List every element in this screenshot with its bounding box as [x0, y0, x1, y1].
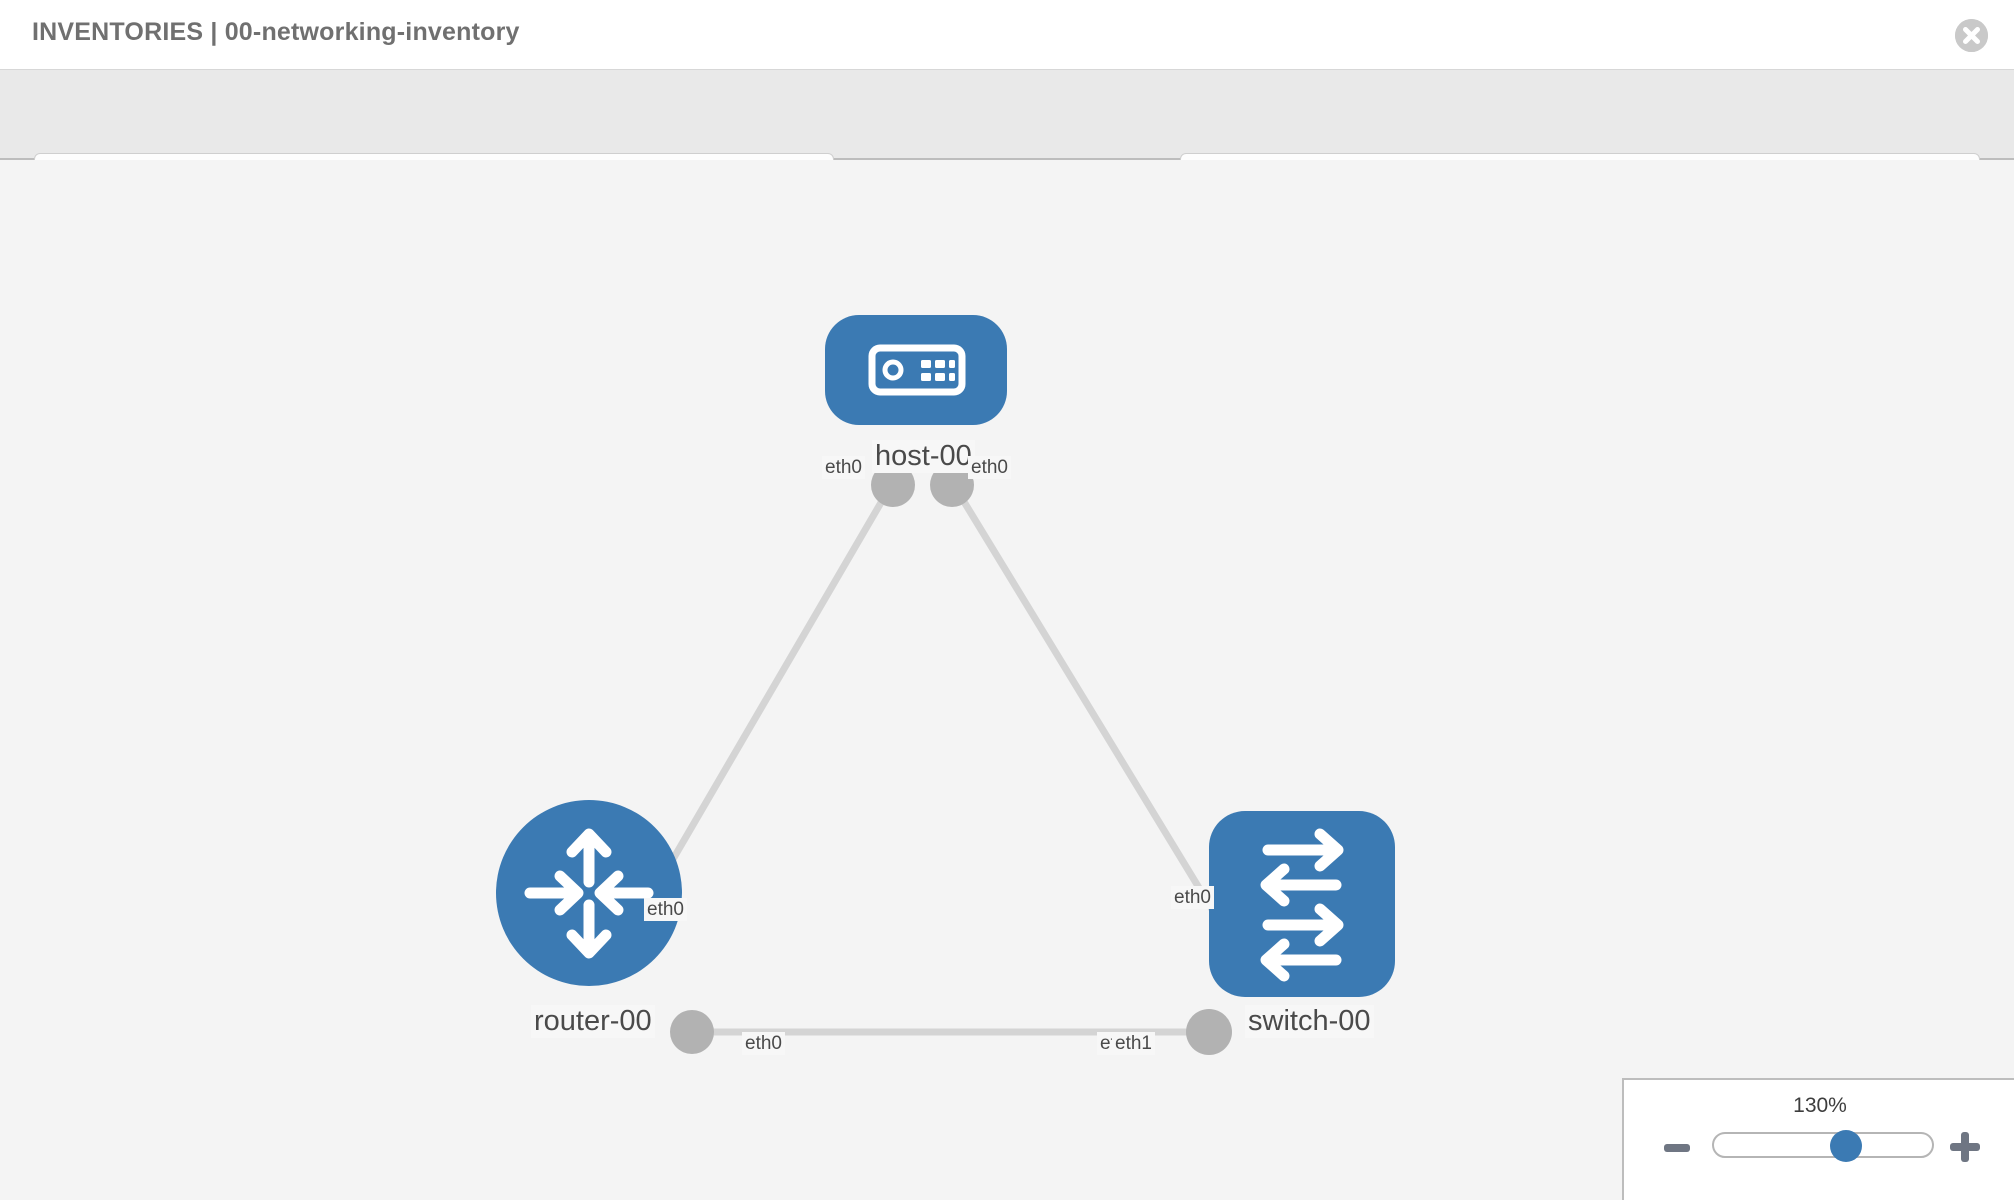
anchor-switch-west: [1186, 1009, 1232, 1055]
zoom-control-panel: 130%: [1622, 1078, 2014, 1200]
anchor-host-left: [871, 463, 915, 507]
node-label-router-00: router-00: [531, 1005, 655, 1038]
interface-label-switch-eth1-west: eth1: [1112, 1032, 1155, 1055]
zoom-slider-handle[interactable]: [1829, 1130, 1862, 1162]
topology-graph: [496, 315, 1395, 1055]
zoom-slider-track[interactable]: [1712, 1132, 1934, 1158]
node-switch-00[interactable]: [1209, 811, 1395, 997]
anchor-host-right: [930, 463, 974, 507]
edge-host-switch: [949, 480, 1235, 944]
interface-label-host-eth0-right: eth0: [968, 456, 1011, 479]
node-router-00[interactable]: [496, 800, 682, 986]
page-title: INVENTORIES | 00-networking-inventory: [32, 18, 520, 46]
node-host-00[interactable]: [825, 315, 1007, 425]
server-icon: [868, 344, 966, 396]
plus-icon[interactable]: [1950, 1132, 1980, 1162]
page-header: INVENTORIES | 00-networking-inventory: [0, 0, 2014, 70]
topology-canvas[interactable]: host-00 router-00 switch-00 eth0 eth0 et…: [0, 160, 2014, 1200]
interface-label-router-eth0-north: eth0: [644, 898, 687, 921]
close-icon[interactable]: [1955, 19, 1988, 52]
switch-arrows-icon: [1260, 828, 1344, 982]
node-label-host-00: host-00: [872, 440, 975, 473]
interface-label-host-eth0-left: eth0: [822, 456, 865, 479]
toolbar: ACTIONS SEARCH: [0, 70, 2014, 206]
edge-host-router: [644, 480, 897, 904]
zoom-percent-label: 130%: [1793, 1094, 1847, 1117]
anchor-router-east: [670, 1010, 714, 1054]
minus-icon[interactable]: [1664, 1144, 1690, 1152]
interface-label-router-eth0-east: eth0: [742, 1032, 785, 1055]
router-arrows-icon: [524, 828, 654, 959]
interface-label-switch-eth0-north: eth0: [1171, 886, 1214, 909]
node-label-switch-00: switch-00: [1245, 1005, 1374, 1038]
